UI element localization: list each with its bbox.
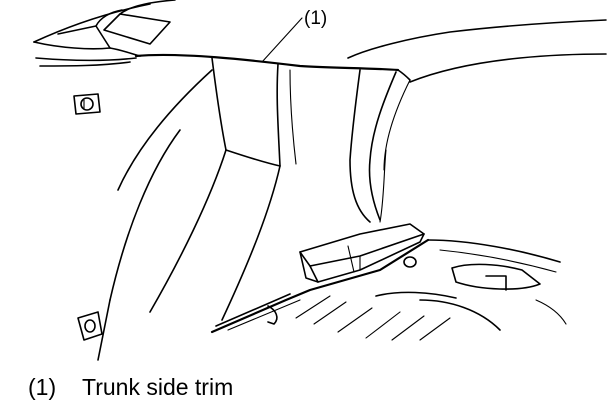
clip-hole-lower [77, 311, 103, 341]
rear-shelf-upper-left [33, 0, 176, 67]
rear-window-opening [347, 19, 607, 223]
callout-1: (1) [261, 8, 327, 63]
legend: (1) Trunk side trim [28, 374, 233, 401]
trunk-floor-edge [210, 238, 561, 334]
clip-hole-upper [73, 93, 101, 115]
trunk-floor-details [267, 263, 567, 341]
legend-item-label: Trunk side trim [82, 374, 234, 400]
legend-item-number: (1) [28, 374, 57, 400]
clip-hole-floor [403, 256, 417, 268]
wheel-house-block [299, 223, 425, 283]
trunk-side-trim-panel [117, 53, 411, 321]
callout-1-label: (1) [304, 8, 327, 29]
quarter-panel-curve [97, 129, 181, 361]
